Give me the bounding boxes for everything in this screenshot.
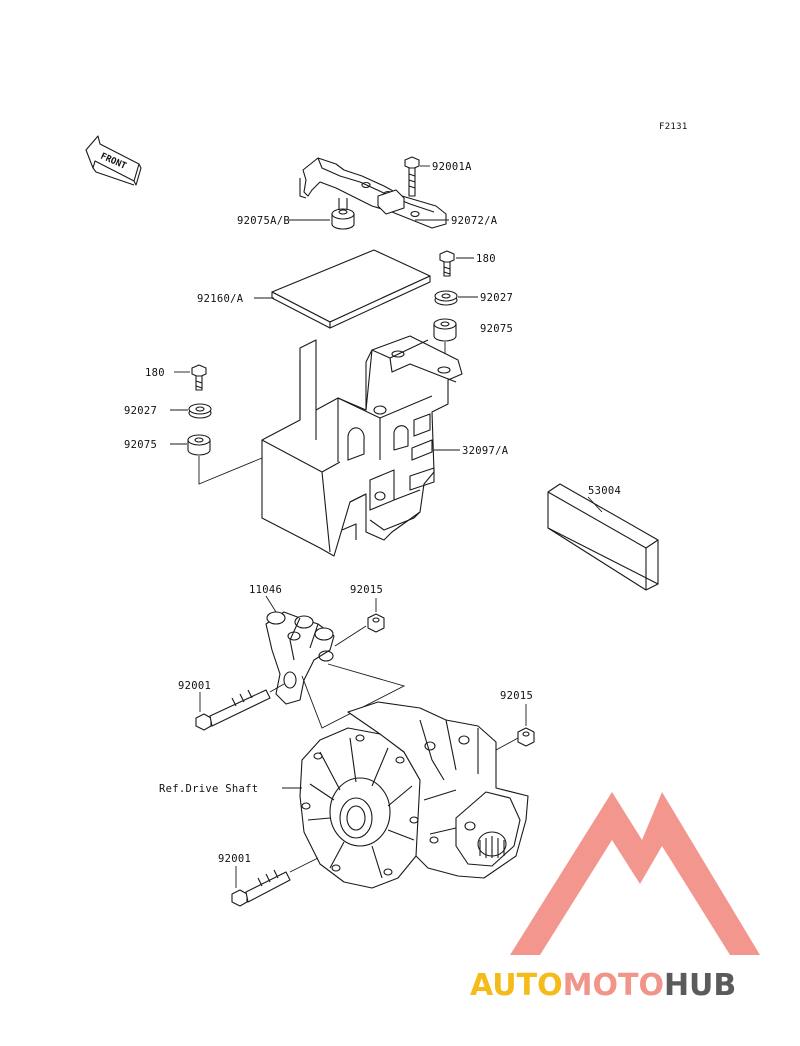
- label-92001-lower: 92001: [218, 853, 251, 865]
- battery-holder-bracket: [299, 157, 447, 229]
- figure-code: F2131: [659, 122, 688, 132]
- label-92160a: 92160/A: [197, 293, 244, 305]
- logo-text-hub: HUB: [664, 968, 736, 1003]
- logo-text-auto: AUTO: [470, 968, 563, 1003]
- label-92075-right: 92075: [480, 323, 513, 335]
- label-53004: 53004: [588, 485, 621, 497]
- final-gear-case: [299, 701, 529, 889]
- collar-92027-right: [434, 290, 458, 306]
- front-arrow-icon: FRONT: [85, 135, 142, 186]
- nut-92015-top: [367, 613, 385, 633]
- label-92001-upper: 92001: [178, 680, 211, 692]
- label-11046: 11046: [249, 584, 282, 596]
- label-92072a: 92072/A: [451, 215, 498, 227]
- label-plate-53004: [547, 483, 659, 591]
- label-92075-left: 92075: [124, 439, 157, 451]
- logo-text: AUTOMOTOHUB: [470, 968, 736, 1003]
- nut-92015-right: [517, 727, 535, 747]
- label-ref-drive-shaft: Ref.Drive Shaft: [159, 783, 258, 795]
- collar-92027-left: [188, 403, 212, 419]
- bracket-11046: [265, 611, 335, 705]
- label-92075ab: 92075A/B: [237, 215, 290, 227]
- label-180-top: 180: [476, 253, 496, 265]
- logo-text-moto: MOTO: [563, 968, 664, 1003]
- label-180-left: 180: [145, 367, 165, 379]
- bolt-92001-lower: [231, 869, 291, 907]
- bolt-180-top: [439, 250, 455, 277]
- damper-92075-right: [433, 318, 457, 342]
- bolt-92001-upper: [195, 689, 271, 731]
- bolt-180-left: [191, 364, 207, 391]
- label-92015-right: 92015: [500, 690, 533, 702]
- battery-case-32097a: [261, 335, 463, 557]
- bolt-92001a: [404, 156, 420, 197]
- label-92027-right: 92027: [480, 292, 513, 304]
- label-92027-left: 92027: [124, 405, 157, 417]
- label-32097a: 32097/A: [462, 445, 509, 457]
- damper-92075-left: [187, 434, 211, 456]
- logo-triangle-icon: [510, 792, 760, 955]
- label-92015-top: 92015: [350, 584, 383, 596]
- battery-pad-92160a: [271, 249, 431, 329]
- rubber-damper-92075ab: [331, 198, 355, 230]
- label-92001a: 92001A: [432, 161, 472, 173]
- automotohub-logo: AUTOMOTOHUB: [470, 792, 760, 1003]
